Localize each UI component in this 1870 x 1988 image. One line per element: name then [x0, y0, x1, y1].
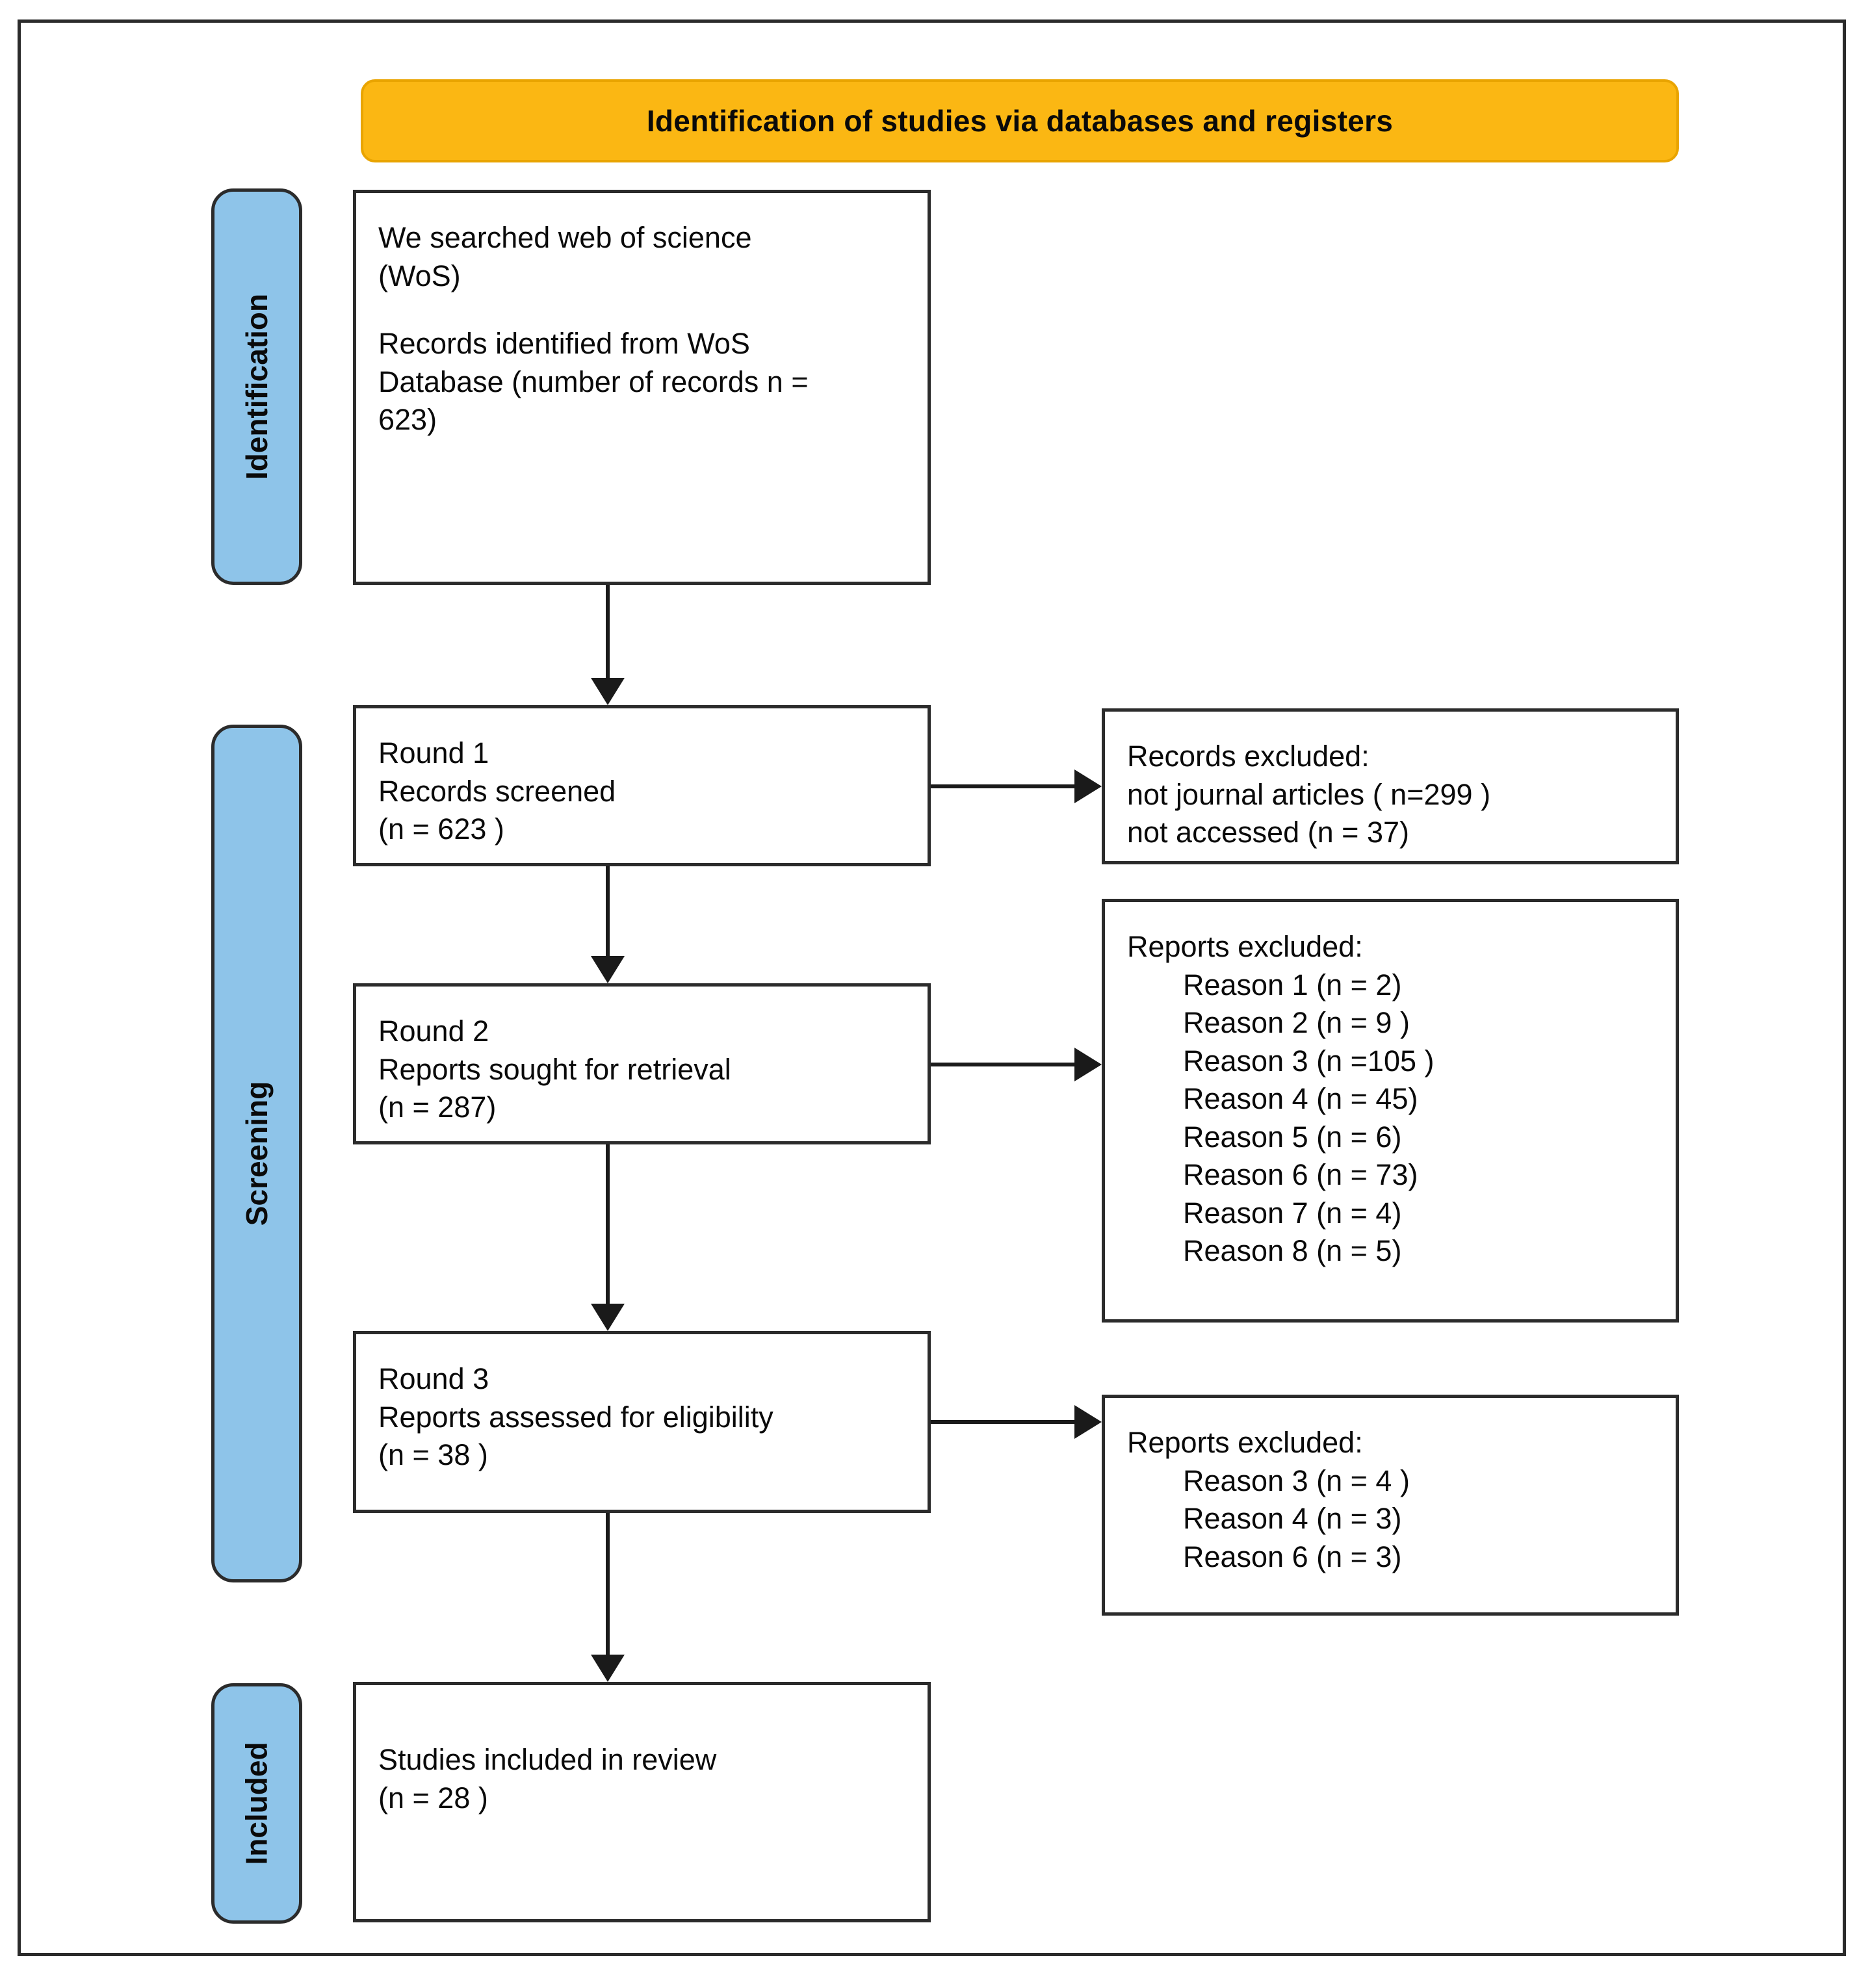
box-line: (WoS)	[378, 259, 461, 292]
box-line: Studies included in review	[378, 1743, 717, 1776]
box-line: Round 1	[378, 736, 489, 769]
box-line: Records identified from WoS	[378, 327, 750, 360]
connector-round2-to-excluded2	[931, 1063, 1076, 1066]
box-line: Reason 4 (n = 3)	[1183, 1502, 1402, 1535]
arrow-round2-to-excluded2	[1074, 1048, 1102, 1081]
box-round-3-reports-assessed: Round 3 Reports assessed for eligibility…	[353, 1331, 931, 1513]
box-heading: Reports excluded:	[1127, 1426, 1363, 1459]
box-round-1-records-screened: Round 1 Records screened (n = 623 )	[353, 705, 931, 866]
banner-title: Identification of studies via databases …	[646, 104, 1394, 138]
arrow-round1-to-round2	[591, 956, 625, 983]
box-line: (n = 28 )	[378, 1781, 488, 1814]
connector-round1-to-round2	[606, 866, 610, 957]
stage-label-identification: Identification	[240, 293, 274, 480]
box-line: (n = 623 )	[378, 812, 504, 846]
box-line: Reason 4 (n = 45)	[1183, 1082, 1418, 1115]
box-line: (n = 287)	[378, 1091, 497, 1124]
arrow-round3-to-excluded3	[1074, 1405, 1102, 1439]
stage-bar-screening: Screening	[211, 725, 302, 1582]
connector-identification-to-round1	[606, 585, 610, 679]
box-round-2-reports-sought: Round 2 Reports sought for retrieval (n …	[353, 983, 931, 1144]
box-line: Reason 5 (n = 6)	[1183, 1120, 1402, 1154]
connector-round2-to-round3	[606, 1144, 610, 1304]
box-line: Reason 3 (n = 4 )	[1183, 1464, 1410, 1497]
stage-bar-included: Included	[211, 1683, 302, 1924]
box-line: Reason 3 (n =105 )	[1183, 1044, 1435, 1078]
box-line: Reason 7 (n = 4)	[1183, 1196, 1402, 1230]
arrow-round3-to-included	[591, 1655, 625, 1682]
arrow-round2-to-round3	[591, 1304, 625, 1331]
box-line: Reason 6 (n = 3)	[1183, 1540, 1402, 1573]
box-line: Round 2	[378, 1014, 489, 1048]
banner-identification-header: Identification of studies via databases …	[361, 79, 1679, 162]
box-line: Reason 1 (n = 2)	[1183, 968, 1402, 1001]
box-line: not journal articles ( n=299 )	[1127, 777, 1491, 811]
box-records-excluded-round-1: Records excluded: not journal articles (…	[1102, 708, 1679, 864]
box-line: Reports assessed for eligibility	[378, 1400, 773, 1434]
box-line: Reason 6 (n = 73)	[1183, 1158, 1418, 1191]
box-heading: Reports excluded:	[1127, 930, 1363, 963]
box-line: 623)	[378, 403, 437, 436]
box-reports-excluded-round-2: Reports excluded: Reason 1 (n = 2) Reaso…	[1102, 899, 1679, 1323]
box-line: (n = 38 )	[378, 1438, 488, 1471]
stage-bar-identification: Identification	[211, 188, 302, 585]
box-line-spacer	[378, 1711, 905, 1741]
box-line: We searched web of science	[378, 221, 752, 254]
box-heading: Records excluded:	[1127, 740, 1370, 773]
box-line: Reports sought for retrieval	[378, 1052, 731, 1086]
box-line: Reason 8 (n = 5)	[1183, 1234, 1402, 1267]
box-line: Database (number of records n =	[378, 365, 809, 398]
stage-label-screening: Screening	[240, 1081, 274, 1226]
box-line: Records screened	[378, 774, 616, 808]
box-line-spacer	[378, 295, 905, 325]
box-studies-included: Studies included in review (n = 28 )	[353, 1682, 931, 1922]
box-line: Reason 2 (n = 9 )	[1183, 1006, 1410, 1039]
box-line: not accessed (n = 37)	[1127, 816, 1410, 849]
box-records-identified: We searched web of science (WoS) Records…	[353, 190, 931, 585]
box-reports-excluded-round-3: Reports excluded: Reason 3 (n = 4 ) Reas…	[1102, 1395, 1679, 1616]
arrow-identification-to-round1	[591, 678, 625, 705]
connector-round3-to-excluded3	[931, 1420, 1076, 1424]
box-line: Round 3	[378, 1362, 489, 1395]
connector-round1-to-excluded1	[931, 784, 1076, 788]
connector-round3-to-included	[606, 1513, 610, 1655]
arrow-round1-to-excluded1	[1074, 769, 1102, 803]
stage-label-included: Included	[240, 1742, 274, 1865]
